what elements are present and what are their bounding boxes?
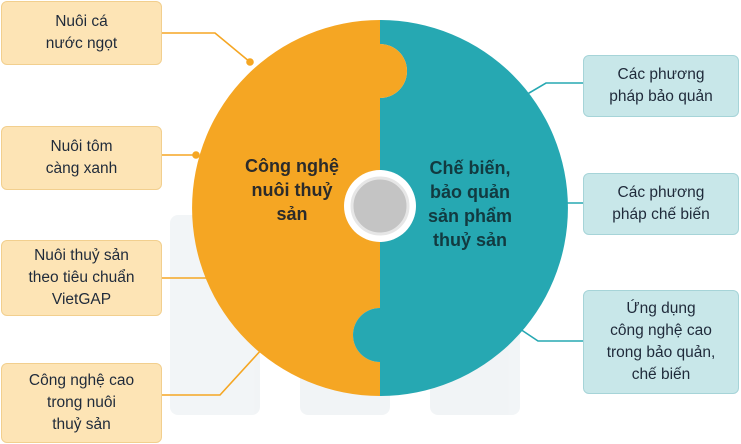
left-connectors: [162, 32, 266, 396]
left-tab: [380, 44, 407, 98]
item-phuong-phap-che-bien: Các phương pháp chế biến: [583, 173, 739, 235]
item-nuoi-ca-nuoc-ngot: Nuôi cá nước ngọt: [1, 1, 162, 65]
item-cong-nghe-cao-nuoi: Công nghệ cao trong nuôi thuỷ sản: [1, 363, 162, 443]
item-nuoi-tom-cang-xanh: Nuôi tôm càng xanh: [1, 126, 162, 190]
left-center-title: Công nghệ nuôi thuỷ sản: [245, 156, 339, 224]
right-center-title: Chế biến, bảo quản sản phẩm thuỷ sản: [427, 158, 513, 250]
right-half-segment: [353, 20, 568, 396]
item-ung-dung-cong-nghe-cao: Ứng dụng công nghệ cao trong bảo quản, c…: [583, 290, 739, 394]
center-hub-inner: [350, 176, 410, 236]
left-half-segment: [192, 20, 380, 396]
item-vietgap: Nuôi thuỷ sản theo tiêu chuẩn VietGAP: [1, 240, 162, 316]
item-phuong-phap-bao-quan: Các phương pháp bảo quản: [583, 55, 739, 117]
